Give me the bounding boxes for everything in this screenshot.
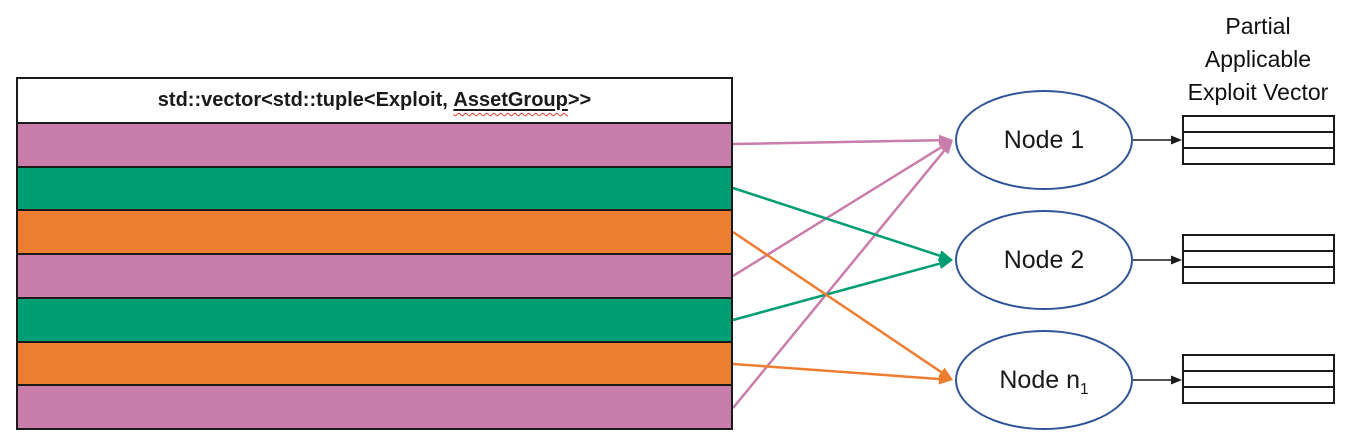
arrow-row5-to-node2-line [732, 262, 940, 322]
arrow-row2-to-node2-arrowhead-icon [937, 250, 953, 261]
arrow-node3-to-output-table3-arrowhead-icon [1171, 375, 1182, 385]
node-2-ellipse: Node 2 [955, 210, 1133, 310]
arrow-row4-to-node1-line [732, 146, 942, 278]
arrow-row5-to-node2-arrowhead-icon [938, 258, 953, 269]
node-1-ellipse: Node 1 [955, 90, 1133, 190]
output-table-1-row-1 [1184, 117, 1333, 133]
partial-applicable-exploit-vector-label: Partial Applicable Exploit Vector [1158, 10, 1351, 109]
arrow-row6-to-node3-arrowhead-icon [938, 373, 953, 385]
output-label-line-3: Exploit Vector [1187, 79, 1329, 105]
arrow-row7-to-node1-line [732, 150, 946, 409]
output-table-node-n1 [1182, 354, 1335, 404]
node-1-label: Node 1 [1003, 125, 1085, 154]
output-table-3-row-1 [1184, 356, 1333, 372]
header-text-prefix: std::vector<std::tuple<Exploit, [157, 89, 454, 111]
node-2-label: Node 2 [1003, 245, 1085, 274]
output-table-2-row-2 [1184, 252, 1333, 268]
arrow-row7-to-node1-arrowhead-icon [939, 140, 953, 155]
output-table-2-row-3 [1184, 268, 1333, 282]
arrow-row2-to-node2-line [732, 186, 941, 257]
output-label-line-1: Partial [1225, 13, 1291, 39]
vector-row-1-pink [18, 124, 731, 168]
arrow-node1-to-output-table1-arrowhead-icon [1171, 135, 1182, 145]
output-table-3-row-2 [1184, 372, 1333, 388]
output-table-1-row-2 [1184, 133, 1333, 149]
vector-row-4-pink [18, 255, 731, 299]
arrow-row6-to-node3-line [732, 362, 940, 381]
vector-row-5-green [18, 298, 731, 343]
exploit-tuple-vector-table: std::vector<std::tuple<Exploit, AssetGro… [16, 77, 733, 430]
output-table-node-2 [1182, 234, 1335, 284]
arrow-node2-to-output-table2-arrowhead-icon [1171, 255, 1182, 265]
vector-row-6-orange [18, 342, 731, 387]
vector-table-header: std::vector<std::tuple<Exploit, AssetGro… [18, 79, 731, 124]
arrow-row1-to-node1-line [732, 139, 940, 146]
vector-row-2-green [18, 167, 731, 212]
output-table-3-row-3 [1184, 388, 1333, 402]
vector-row-7-pink [18, 386, 731, 429]
output-table-2-row-1 [1184, 236, 1333, 252]
node-n1-ellipse: Node n1 [955, 330, 1133, 430]
header-text-assetgroup-squiggle: AssetGroup [453, 89, 568, 111]
output-label-line-2: Applicable [1204, 46, 1312, 72]
header-text-suffix: >> [567, 89, 592, 111]
node-n1-label-subscript: 1 [1080, 380, 1089, 398]
node-n1-label: Node n1 [999, 365, 1089, 398]
output-table-1-row-3 [1184, 149, 1333, 163]
arrow-row3-to-node3-line [732, 230, 943, 374]
vector-row-list [18, 124, 731, 429]
header-text-assetgroup-underlined: AssetGroup [453, 89, 567, 112]
vector-row-3-orange [18, 211, 731, 256]
output-table-node-1 [1182, 115, 1335, 165]
